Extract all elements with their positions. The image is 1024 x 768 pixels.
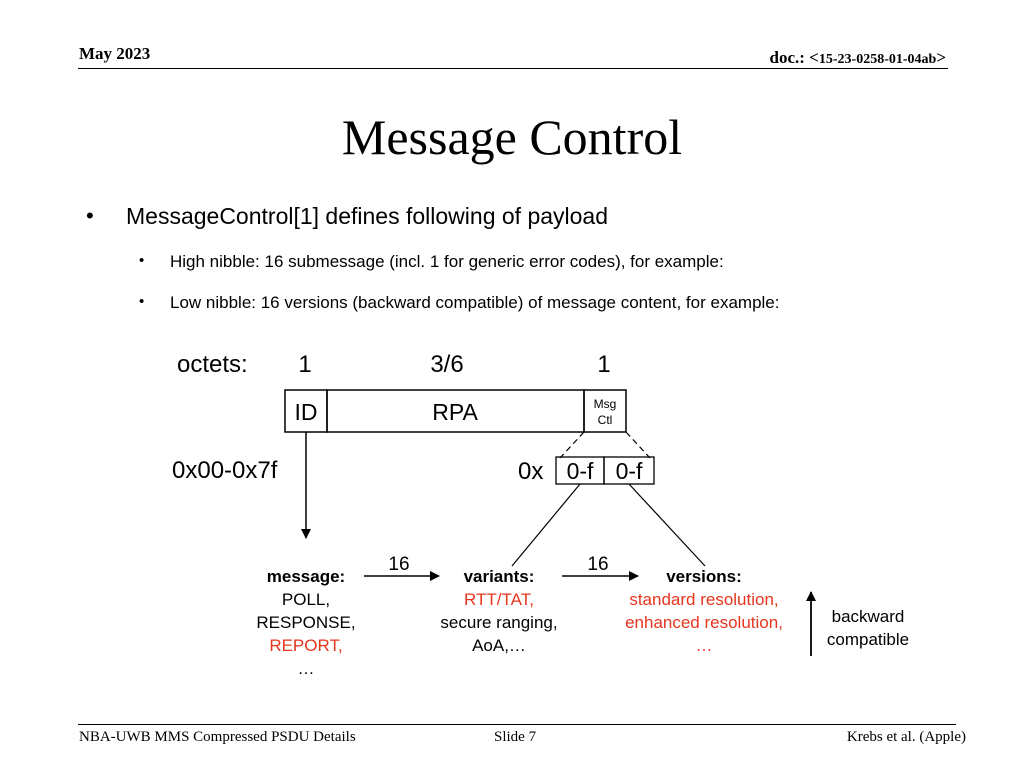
field-msg-label-1: Msg <box>594 397 617 411</box>
expand-dash-right <box>625 431 651 459</box>
backward-label-2: compatible <box>827 630 909 649</box>
field-rpa-label: RPA <box>432 399 478 425</box>
doc-code: 15-23-0258-01-04ab <box>818 52 937 67</box>
versions-item-highlight: standard resolution, <box>629 590 778 609</box>
doc-close: > <box>936 48 946 67</box>
low-nibble-line <box>628 483 706 567</box>
doc-label: doc.: < <box>769 48 819 67</box>
expand-dash-left <box>559 431 585 459</box>
backward-label-1: backward <box>832 607 905 626</box>
sub-bullet-low-nibble: Low nibble: 16 versions (backward compat… <box>170 293 780 312</box>
versions-heading: versions: <box>666 567 742 586</box>
header-doc-id: doc.: <15-23-0258-01-04ab> <box>770 48 946 68</box>
message-item: POLL, <box>282 590 330 609</box>
header-date: May 2023 <box>79 44 151 63</box>
arrow-count-2: 16 <box>587 554 608 575</box>
octets-label: octets: <box>177 351 248 378</box>
footer-authors: Krebs et al. (Apple) <box>846 729 966 745</box>
arrow-count-1: 16 <box>388 554 409 575</box>
field-msg-label-2: Ctl <box>598 413 613 427</box>
high-nibble-line <box>511 483 581 567</box>
variants-item-highlight: RTT/TAT, <box>464 590 534 609</box>
message-item: RESPONSE, <box>256 613 355 632</box>
sub-bullet-dot: • <box>139 252 145 269</box>
footer-rule <box>78 724 956 725</box>
variants-item: AoA,… <box>472 636 526 655</box>
header-rule <box>78 68 948 69</box>
message-item: … <box>298 659 315 678</box>
variants-item: secure ranging, <box>440 613 557 632</box>
id-range: 0x00-0x7f <box>172 457 278 484</box>
hex-prefix: 0x <box>518 458 543 485</box>
message-heading: message: <box>267 567 345 586</box>
message-item-highlight: REPORT, <box>269 636 342 655</box>
sub-bullet-dot: • <box>139 293 145 310</box>
nibble-high: 0-f <box>567 458 594 484</box>
octet-msg-count: 1 <box>597 351 610 378</box>
octet-id-count: 1 <box>298 351 311 378</box>
nibble-low: 0-f <box>616 458 643 484</box>
footer-slide-number: Slide 7 <box>494 729 537 745</box>
field-id-label: ID <box>295 399 318 425</box>
versions-item-highlight: … <box>696 636 713 655</box>
octet-rpa-count: 3/6 <box>430 351 463 378</box>
versions-item-highlight: enhanced resolution, <box>625 613 783 632</box>
bullet-main: MessageControl[1] defines following of p… <box>126 203 609 229</box>
footer-doc-title: NBA-UWB MMS Compressed PSDU Details <box>79 729 356 745</box>
slide-title: Message Control <box>341 109 683 165</box>
sub-bullet-high-nibble: High nibble: 16 submessage (incl. 1 for … <box>170 252 724 271</box>
bullet-dot: • <box>86 203 94 228</box>
field-msg-box <box>583 389 627 433</box>
variants-heading: variants: <box>464 567 535 586</box>
